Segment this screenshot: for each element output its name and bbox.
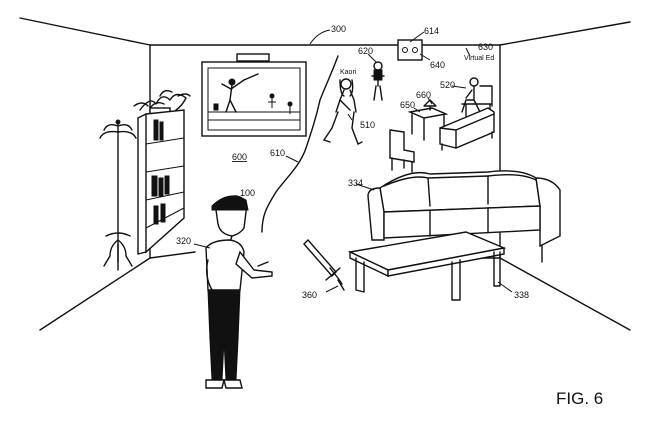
ref-320: 320	[176, 236, 191, 246]
ref-300: 300	[331, 24, 346, 34]
label-virtual-ed: Virtual Ed	[464, 55, 494, 62]
avatar-kaori	[323, 78, 363, 145]
coat-rack	[99, 119, 137, 271]
virtual-sword	[303, 238, 345, 291]
ref-520: 520	[440, 80, 455, 90]
ref-600: 600	[232, 152, 247, 162]
virtual-chair	[389, 129, 415, 173]
bookshelf	[137, 109, 185, 255]
room-outline	[19, 17, 631, 331]
picture-frame	[397, 39, 423, 61]
ref-338: 338	[514, 290, 529, 300]
ref-640: 640	[430, 60, 445, 70]
real-sofa	[367, 170, 561, 263]
virtual-ed	[461, 77, 493, 117]
figure-label: FIG. 6	[556, 389, 603, 408]
ref-510: 510	[360, 120, 375, 130]
ref-360: 360	[302, 290, 317, 300]
user-with-headset	[205, 195, 273, 389]
coffee-table	[347, 231, 507, 301]
virtual-sofa	[439, 107, 495, 151]
ref-660: 660	[416, 90, 431, 100]
leader-lines	[193, 29, 513, 293]
ref-100: 100	[240, 188, 255, 198]
ref-630: 630	[478, 42, 493, 52]
ref-650: 650	[400, 100, 415, 110]
person-620	[371, 61, 385, 101]
television	[201, 53, 307, 137]
ref-610: 610	[270, 148, 285, 158]
ref-614: 614	[424, 26, 439, 36]
ref-620: 620	[358, 46, 373, 56]
side-table	[407, 99, 449, 141]
ref-334: 334	[348, 178, 363, 188]
label-kaori: Kaori	[340, 69, 357, 76]
virtual-boundary	[261, 55, 339, 233]
